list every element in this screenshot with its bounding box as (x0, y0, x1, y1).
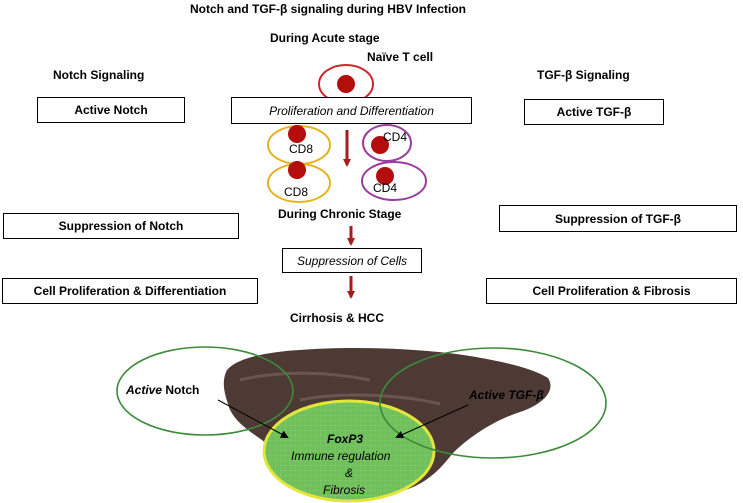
active-notch-box: Active Notch (37, 97, 185, 123)
active-notch-circle (116, 346, 294, 436)
naive-t-cell-nucleus (337, 75, 355, 93)
cd4-cell-top-nucleus (371, 136, 389, 154)
naive-t-cell-label: Naïve T cell (367, 50, 434, 64)
foxp3-label: FoxP3 (327, 432, 364, 446)
cd8-cell-top-nucleus (288, 125, 306, 143)
ampersand-label: & (345, 466, 354, 480)
acute-stage-label: During Acute stage (270, 31, 380, 45)
cell-proliferation-fibrosis-box: Cell Proliferation & Fibrosis (486, 278, 737, 304)
cell-proliferation-differentiation-box: Cell Proliferation & Differentiation (2, 278, 258, 304)
cd4-cell-bottom-nucleus (376, 167, 394, 185)
fibrosis-label: Fibrosis (323, 483, 366, 497)
suppression-of-cells-box: Suppression of Cells (282, 248, 422, 273)
immune-regulation-label: Immune regulation (291, 449, 391, 463)
liver-texture (239, 371, 441, 406)
cd8-cell-bottom-nucleus (288, 161, 306, 179)
cirrhosis-hcc-label: Cirrhosis & HCC (290, 311, 385, 325)
foxp3-region (262, 399, 436, 503)
notch-signaling-heading: Notch Signaling (53, 68, 145, 82)
suppression-of-notch-box: Suppression of Notch (3, 213, 239, 239)
cd4-label-top: CD4 (383, 130, 408, 144)
active-notch-plain: Notch (162, 383, 200, 397)
cd4-label-bottom: CD4 (373, 181, 398, 195)
tgf-signaling-heading: TGF-β Signaling (537, 68, 630, 82)
cd8-label-top: CD8 (289, 142, 314, 156)
arrow-tgf-to-foxp3 (395, 404, 469, 439)
suppression-of-tgf-box: Suppression of TGF-β (499, 205, 737, 232)
diagram-title: Notch and TGF-β signaling during HBV Inf… (190, 2, 466, 16)
proliferation-differentiation-box: Proliferation and Differentiation (231, 97, 472, 124)
cd8-label-bottom: CD8 (284, 185, 309, 199)
chronic-stage-label: During Chronic Stage (278, 207, 402, 221)
arrow-notch-to-foxp3 (217, 399, 289, 438)
active-tgf-box: Active TGF-β (524, 99, 664, 125)
active-notch-italic: Active (126, 383, 163, 397)
active-tgf-circle (379, 347, 607, 459)
liver-active-notch-label: Active Notch (126, 383, 199, 397)
liver-active-tgf-label: Active TGF-β (469, 388, 544, 402)
